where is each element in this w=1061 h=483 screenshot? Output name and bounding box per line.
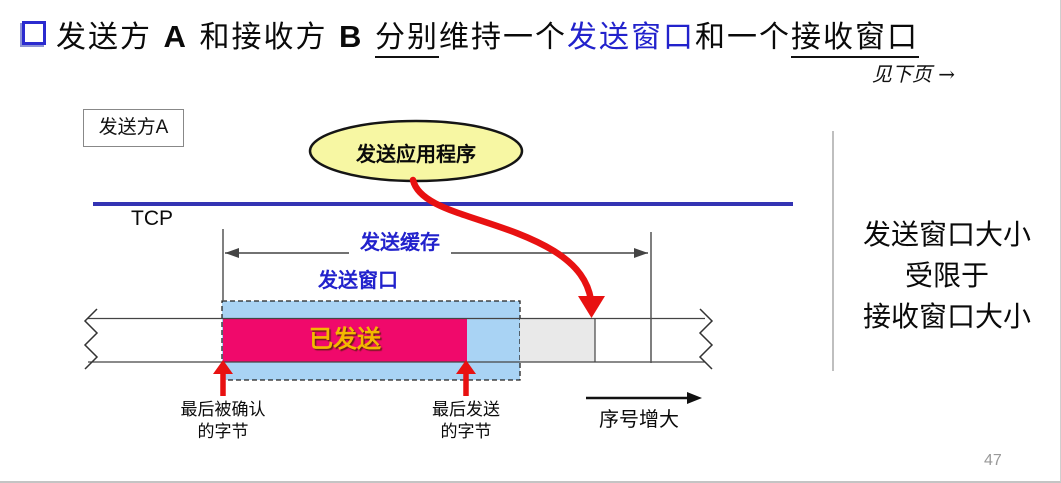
window-size-note-line1: 发送窗口大小	[862, 219, 1031, 250]
dim-arrowhead-left-icon	[225, 248, 239, 258]
app-write-curve-arrow	[409, 176, 595, 304]
tcp-label: TCP	[131, 207, 173, 230]
sent-bytes-label: 已发送	[309, 326, 381, 353]
title-seg-weichi: 维持一个	[438, 20, 567, 55]
last-acked-byte-line1: 最后被确认	[180, 400, 266, 419]
last-acked-byte-label: 最后被确认 的字节	[148, 399, 298, 443]
dim-arrowhead-right-icon	[634, 248, 648, 258]
window-size-note-line2: 受限于	[904, 260, 989, 291]
right-break-zigzag-icon	[698, 308, 714, 370]
window-size-note: 发送窗口大小 受限于 接收窗口大小	[835, 214, 1059, 337]
last-sent-byte-label: 最后发送 的字节	[394, 399, 538, 443]
send-buffer-label: 发送缓存	[360, 232, 440, 254]
title-host-b: B	[339, 19, 364, 54]
page-number: 47	[984, 452, 1002, 469]
title-host-a: A	[163, 19, 188, 54]
buffer-free-rect	[520, 318, 595, 362]
next-page-note: 见下页 →	[871, 62, 955, 86]
ack-pointer-arrowhead-icon	[213, 360, 233, 374]
sent-bytes-rect	[223, 319, 467, 362]
left-break-zigzag-icon	[83, 308, 99, 370]
last-sent-byte-line2: 的字节	[440, 422, 492, 441]
page-title: 发送方 A 和接收方 B 分别维持一个发送窗口和一个接收窗口	[22, 12, 1032, 58]
app-write-arrowhead-icon	[578, 296, 605, 318]
send-window-label: 发送窗口	[318, 270, 398, 292]
seq-increase-label: 序号增大	[599, 409, 679, 431]
window-size-note-line3: 接收窗口大小	[862, 301, 1031, 332]
sending-app-label: 发送应用程序	[356, 144, 476, 166]
last-sent-arrowhead-icon	[456, 360, 476, 374]
last-acked-byte-line2: 的字节	[197, 422, 249, 441]
last-sent-byte-line1: 最后发送	[432, 400, 500, 419]
title-seg-between: 和接收方	[187, 20, 340, 55]
square-bullet-icon	[22, 21, 46, 45]
seq-arrowhead-icon	[687, 392, 702, 404]
title-seg-recv-window: 接收窗口	[790, 20, 919, 58]
title-seg-heyige: 和一个	[694, 20, 791, 55]
title-seg-pre-a: 发送方	[56, 20, 164, 55]
sender-a-box: 发送方A	[83, 109, 184, 147]
title-seg-send-window: 发送窗口	[566, 20, 695, 55]
title-seg-fenbie: 分别	[374, 20, 439, 58]
